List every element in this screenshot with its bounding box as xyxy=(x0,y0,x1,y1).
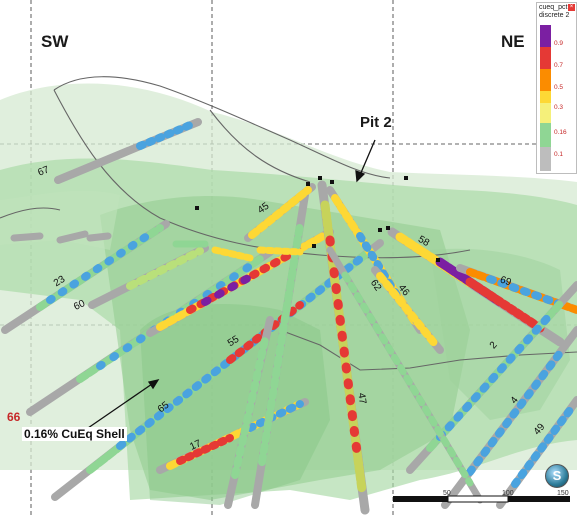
topography-lines xyxy=(0,76,577,371)
legend-label-6: 0.1 xyxy=(554,151,564,158)
legend-label-0: 0.9 xyxy=(554,40,564,47)
shell-label: 0.16% CuEq Shell xyxy=(22,427,127,441)
legend-swatch-4 xyxy=(540,103,551,123)
legend-label-1: 0.7 xyxy=(554,62,564,69)
legend-label-2: 0.5 xyxy=(554,84,564,91)
legend-swatch-2 xyxy=(540,69,551,91)
legend-swatch-0 xyxy=(540,25,551,47)
pit-pointer-arrow xyxy=(355,139,376,183)
collar-markers xyxy=(195,176,440,262)
legend-close-icon[interactable]: × xyxy=(568,4,575,11)
compass-glyph: S xyxy=(552,468,562,483)
legend-swatch-1 xyxy=(540,47,551,69)
scale-bar xyxy=(393,495,570,503)
legend-subtitle: discrete 2 xyxy=(539,12,570,19)
legend-label-4: 0.3 xyxy=(554,104,564,111)
legend-swatch-6 xyxy=(540,147,551,171)
scale-tick-50: 50 xyxy=(443,490,451,497)
pit-label: Pit 2 xyxy=(360,114,392,131)
hole-label-47: 47 xyxy=(355,392,368,405)
orientation-sw-label: SW xyxy=(41,32,69,51)
scale-tick-100: 100 xyxy=(502,490,514,497)
hole-label-66: 66 xyxy=(7,410,21,424)
legend-swatch-5 xyxy=(540,123,551,147)
legend-swatch-3 xyxy=(540,91,551,103)
legend-title: cueq_pct xyxy=(539,4,568,11)
shell-pointer-arrow xyxy=(87,379,160,429)
scale-tick-150: 150 xyxy=(557,490,569,497)
compass-icon[interactable]: S xyxy=(545,464,569,488)
legend-label-5: 0.16 xyxy=(554,129,567,136)
orientation-ne-label: NE xyxy=(501,32,525,51)
drillholes xyxy=(1,118,577,515)
grade-legend[interactable]: cueq_pct × discrete 2 0.9 0.7 0.5 0.3 0.… xyxy=(536,2,577,174)
